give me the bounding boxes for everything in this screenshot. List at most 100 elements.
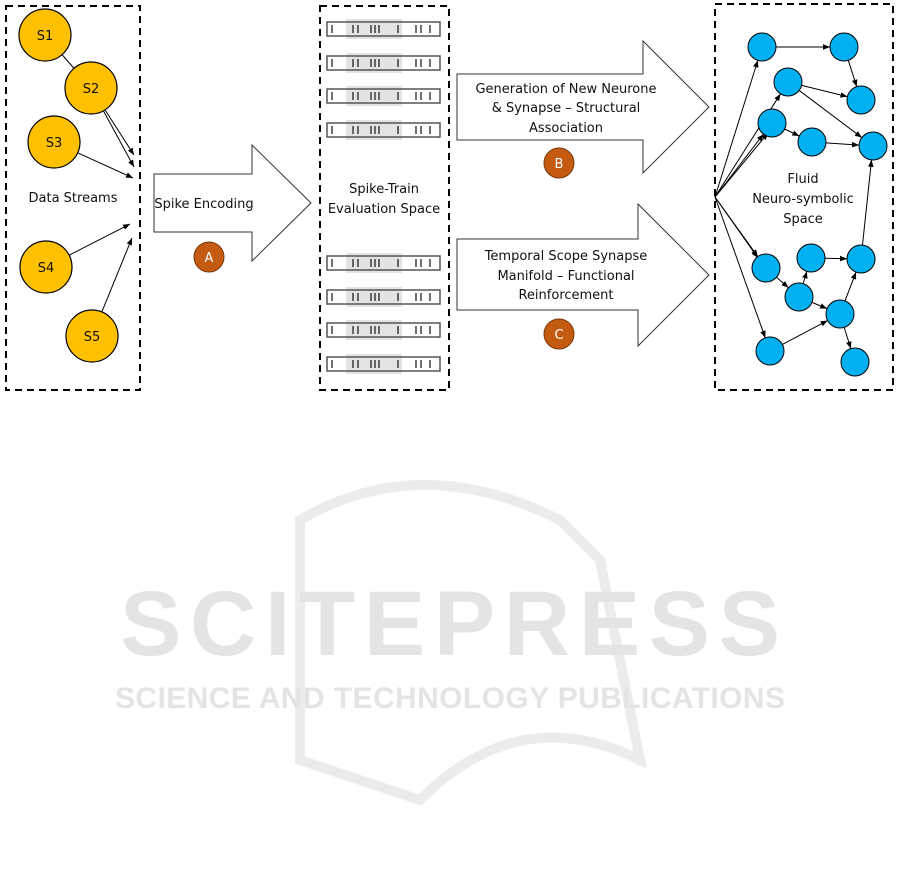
spike-train-frame — [326, 356, 441, 372]
spike-train — [326, 53, 441, 73]
neuron — [825, 299, 855, 329]
neuron — [797, 127, 827, 157]
input-synapse — [714, 196, 759, 259]
spike-window-shade — [346, 120, 402, 140]
synapse — [801, 84, 848, 98]
spike-train — [326, 120, 441, 140]
spike-train-frame — [326, 289, 441, 305]
neuron — [757, 108, 787, 138]
spike-train — [326, 19, 441, 39]
badge-c-letter: C — [554, 328, 563, 343]
spike-train — [326, 320, 441, 340]
data-streams-box — [5, 5, 141, 391]
stream-node-label: S2 — [83, 82, 100, 97]
spike-train — [326, 86, 441, 106]
badge-b: B — [543, 147, 575, 179]
spike-train-frame — [326, 55, 441, 71]
input-synapse — [714, 60, 759, 198]
stream-node — [27, 115, 81, 169]
input-synapse — [714, 132, 769, 198]
input-synapse — [714, 196, 766, 338]
stream-arrow — [102, 110, 135, 168]
spike-train-frame — [326, 122, 441, 138]
arrow-b-line-1: Generation of New Neurone — [475, 82, 656, 97]
synapse — [847, 60, 858, 87]
synapse — [825, 141, 860, 148]
synapse — [798, 90, 863, 138]
spike-encoding-label: Spike Encoding — [154, 197, 253, 212]
spike-train-frame — [326, 255, 441, 271]
spike-window-shade — [346, 86, 402, 106]
spike-train-frame — [326, 322, 441, 338]
spike-window-shade — [346, 253, 402, 273]
stream-node — [65, 309, 119, 363]
synapse — [843, 327, 852, 349]
stream-node — [19, 240, 73, 294]
badge-a: A — [193, 241, 225, 273]
spike-train — [326, 253, 441, 273]
neuron — [747, 32, 777, 62]
data-streams-label: Data Streams — [29, 191, 118, 206]
synapse — [802, 271, 808, 284]
stream-node-label: S5 — [84, 330, 101, 345]
stream-node-label: S4 — [38, 261, 55, 276]
neuron — [840, 347, 870, 377]
stream-arrow — [104, 109, 135, 156]
stream-arrow — [101, 237, 133, 313]
neuron — [751, 253, 781, 283]
synapse — [776, 276, 789, 289]
spike-trains — [326, 19, 441, 374]
arrow-c-line-1: Temporal Scope Synapse — [484, 249, 648, 264]
stream-link — [61, 54, 75, 69]
spike-window-shade — [346, 53, 402, 73]
spike-window-shade — [346, 320, 402, 340]
neuron — [858, 131, 888, 161]
arrow-c-line-2: Manifold – Functional — [497, 269, 634, 284]
neuron — [846, 85, 876, 115]
synapse — [844, 271, 857, 302]
synapse — [861, 159, 874, 246]
synapse — [811, 301, 828, 310]
neuron — [755, 336, 785, 366]
arrow-c-line-3: Reinforcement — [518, 288, 613, 303]
badge-c: C — [543, 318, 575, 350]
spike-space-label-2: Evaluation Space — [328, 202, 440, 217]
spike-train-box — [319, 5, 450, 391]
neuron — [846, 244, 876, 274]
stream-node-label: S1 — [37, 29, 54, 44]
stream-node-label: S3 — [46, 136, 63, 151]
stream-node — [64, 61, 118, 115]
functional-reinforcement-arrow — [456, 202, 710, 348]
spike-train — [326, 354, 441, 374]
stream-node — [18, 8, 72, 62]
neuron-network — [714, 32, 888, 377]
spike-train-frame — [326, 21, 441, 37]
stream-arrow — [68, 223, 131, 256]
watermark-title: SCITEPRESS — [120, 573, 780, 675]
neuro-space-label-1: Fluid — [787, 172, 818, 187]
spike-train-frame — [326, 88, 441, 104]
spike-space-label-1: Spike-Train — [349, 182, 419, 197]
neuron — [796, 243, 826, 273]
spike-window-shade — [346, 19, 402, 39]
neuro-space-label-3: Space — [783, 212, 823, 227]
spike-window-shade — [346, 354, 402, 374]
arrow-b-line-2: & Synapse – Structural — [492, 101, 641, 116]
watermark: SCITEPRESS SCIENCE AND TECHNOLOGY PUBLIC… — [115, 480, 785, 806]
neuron — [829, 32, 859, 62]
badge-b-letter: B — [555, 157, 564, 172]
synapse — [784, 128, 800, 137]
neuro-symbolic-box — [714, 3, 894, 391]
synapse — [782, 320, 828, 345]
neuron — [784, 282, 814, 312]
watermark-subtitle: SCIENCE AND TECHNOLOGY PUBLICATIONS — [115, 682, 785, 715]
spike-window-shade — [346, 287, 402, 307]
stream-arrow — [77, 152, 134, 179]
badge-a-letter: A — [205, 251, 214, 266]
neuro-space-label-2: Neuro-symbolic — [752, 192, 854, 207]
spike-encoding-arrow — [153, 143, 312, 263]
neuron — [773, 67, 803, 97]
spike-train — [326, 287, 441, 307]
